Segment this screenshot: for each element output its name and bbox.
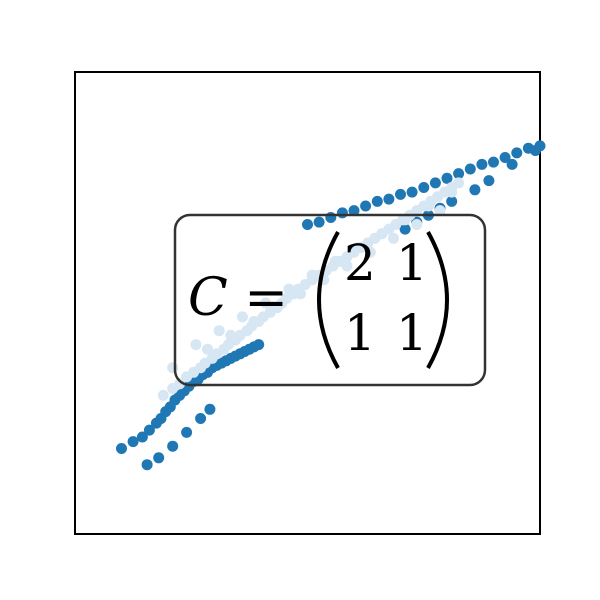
scatter-point-series-1: [341, 260, 353, 272]
scatter-point-series-1: [446, 186, 458, 198]
scatter-point-series-0: [383, 193, 395, 205]
matrix-lhs: C =: [188, 268, 288, 328]
scatter-point-series-0: [446, 195, 458, 207]
scatter-point-series-0: [453, 168, 465, 180]
scatter-point-series-0: [195, 413, 207, 424]
scatter-point-series-1: [295, 288, 306, 300]
scatter-point-series-0: [116, 443, 127, 454]
scatter-point-series-0: [127, 436, 139, 448]
plot-frame: [74, 71, 541, 535]
scatter-point-series-1: [260, 297, 272, 309]
scatter-point-series-0: [406, 186, 418, 198]
scatter-point-series-0: [429, 177, 441, 189]
scatter-point-series-1: [213, 325, 225, 337]
scatter-point-series-0: [511, 147, 523, 159]
scatter-point-series-1: [190, 339, 202, 351]
scatter-point-series-0: [483, 175, 495, 187]
scatter-point-series-0: [371, 195, 383, 207]
scatter-point-series-0: [141, 459, 153, 471]
scatter-point-series-1: [329, 255, 341, 267]
scatter-point-series-0: [499, 152, 511, 163]
scatter-point-series-0: [476, 158, 488, 170]
annotation-box: C = 2 1 1 1: [173, 213, 487, 387]
scatter-point-series-0: [464, 163, 476, 175]
scatter-point-series-1: [248, 316, 260, 327]
scatter-point-series-0: [418, 182, 430, 193]
matrix-left-paren: [317, 231, 340, 369]
scatter-point-series-1: [411, 219, 423, 230]
scatter-point-series-0: [360, 200, 372, 212]
scatter-point-series-0: [395, 188, 406, 200]
scatter-point-series-0: [469, 184, 481, 196]
matrix-cell-1-1: 1: [396, 304, 428, 362]
scatter-point-series-1: [453, 177, 465, 189]
scatter-point-series-1: [306, 269, 318, 281]
matrix-cell-0-1: 1: [396, 234, 428, 292]
matrix-cell-1-0: 1: [344, 304, 376, 362]
scatter-point-series-0: [204, 403, 216, 415]
scatter-point-series-0: [136, 431, 148, 443]
scatter-point-series-0: [253, 339, 265, 351]
scatter-point-series-1: [434, 205, 446, 217]
scatter-point-series-0: [181, 426, 193, 438]
scatter-point-series-0: [488, 156, 499, 168]
scatter-point-series-0: [302, 219, 313, 230]
scatter-point-series-1: [353, 242, 365, 254]
scatter-point-series-0: [167, 440, 179, 452]
scatter-point-series-1: [388, 232, 399, 244]
scatter-point-series-0: [313, 216, 325, 228]
scatter-point-series-1: [283, 283, 295, 295]
scatter-point-series-0: [441, 172, 453, 184]
matrix-right-paren: [426, 231, 449, 369]
scatter-point-series-1: [174, 378, 186, 390]
scatter-point-series-1: [271, 302, 283, 314]
scatter-point-series-0: [348, 205, 360, 217]
scatter-point-series-1: [376, 228, 388, 240]
scatter-point-series-1: [202, 343, 213, 355]
annotation-frame: [173, 213, 487, 387]
scatter-point-series-0: [529, 145, 541, 156]
scatter-point-series-0: [506, 158, 518, 170]
scatter-point-series-0: [143, 424, 155, 436]
scatter-point-series-1: [399, 214, 411, 226]
scatter-point-series-1: [225, 329, 237, 341]
matrix-cell-0-0: 2: [344, 234, 376, 292]
scatter-point-series-1: [364, 246, 376, 258]
scatter-point-series-1: [422, 200, 434, 212]
scatter-point-series-1: [157, 389, 169, 401]
scatter-point-series-0: [153, 452, 165, 464]
scatter-point-series-1: [236, 311, 248, 323]
scatter-point-series-0: [399, 223, 411, 235]
